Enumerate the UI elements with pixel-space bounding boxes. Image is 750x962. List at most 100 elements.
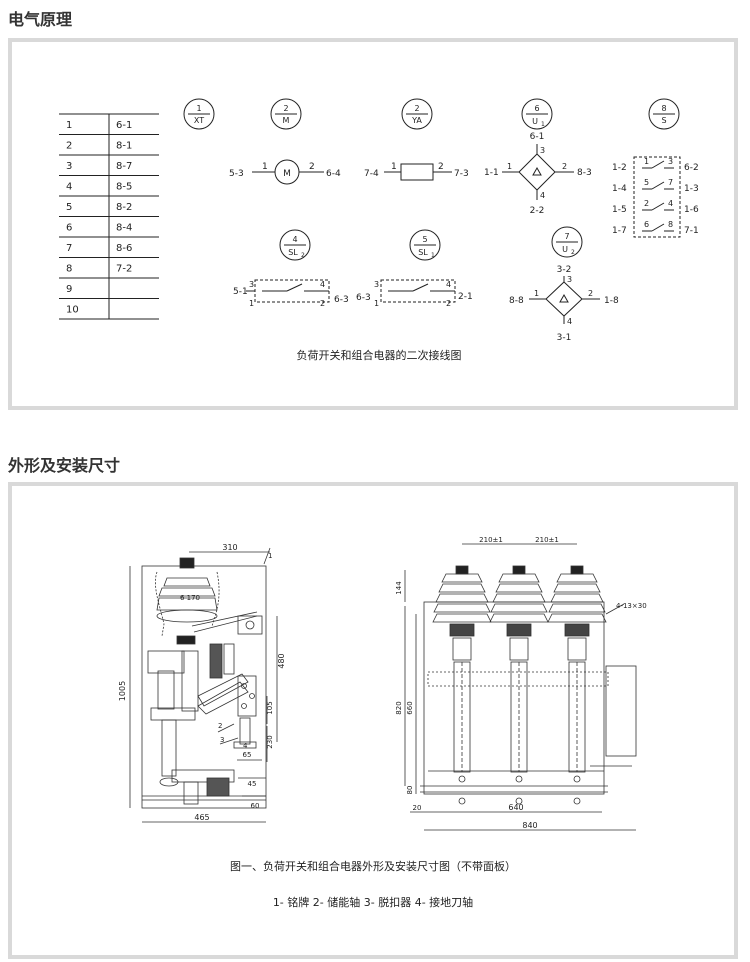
terminal-table-index: 3: [66, 161, 72, 172]
dim-170: 6 170: [180, 594, 200, 602]
s-row-contact-a: 2: [644, 199, 649, 208]
terminal-table-connection: 8-6: [116, 243, 132, 254]
s-row-contact-b: 7: [668, 178, 673, 187]
dim-480: 480: [277, 653, 286, 668]
parts-legend: 1- 铭牌 2- 储能轴 3- 脱扣器 4- 接地刀轴: [273, 895, 473, 909]
dim-640: 640: [508, 803, 523, 812]
s-row-left: 1-2: [612, 163, 627, 173]
dim-65: 65: [243, 751, 252, 759]
dim-holes: 4-13×30: [616, 602, 647, 610]
m-center: M: [283, 169, 291, 179]
dim-60: 60: [251, 802, 260, 810]
dim-465: 465: [194, 813, 209, 822]
insulator-skirt: [556, 573, 598, 583]
dim-840: 840: [522, 821, 537, 830]
u2-left-terminal: 8-8: [509, 296, 524, 306]
dim-210b: 210±1: [535, 536, 559, 544]
dim-660: 660: [406, 701, 414, 714]
u1-t1: 1: [507, 162, 512, 171]
terminal-table-connection: 6-1: [116, 120, 132, 131]
s-row-contact-a: 5: [644, 178, 649, 187]
pole-contact: [509, 637, 529, 661]
s-row-right: 1-3: [684, 184, 699, 194]
insulator-skirt: [550, 593, 604, 603]
section-title-dimensions: 外形及安装尺寸: [8, 456, 121, 475]
sl2-right-terminal: 6-3: [334, 295, 349, 305]
u1-left-terminal: 1-1: [484, 168, 499, 178]
terminal-table-index: 7: [66, 243, 72, 254]
u1-label: U: [532, 117, 538, 126]
s-row-contact-b: 8: [668, 220, 673, 229]
sl1-label: SL: [418, 248, 428, 257]
u2-top-terminal: 3-2: [557, 265, 572, 275]
insulator-skirt: [548, 603, 606, 613]
pole-base: [449, 623, 475, 637]
dimension-drawing-svg: 310 6 170 1005 480 105 230 65 45 60 465 …: [118, 536, 647, 909]
s-row-contact-b: 3: [668, 157, 673, 166]
symbol-ya: 2 YA 7-4 1 2 7-3: [364, 98, 469, 181]
terminal-table-connection: 8-5: [116, 182, 132, 193]
u2-t1: 1: [534, 289, 539, 298]
symbol-motor: 2 M M 5-3 1 2 6-4: [229, 98, 341, 185]
sl2-t3: 3: [249, 280, 254, 289]
u1-right-terminal: 8-3: [577, 168, 592, 178]
insulator-skirt: [441, 573, 483, 583]
dim-310: 310: [222, 543, 237, 552]
pole-base: [506, 623, 532, 637]
wiring-caption: 负荷开关和组合电器的二次接线图: [297, 348, 462, 362]
leader-4: 4: [243, 742, 248, 750]
pole-bolt: [515, 797, 523, 805]
leader-1: 1: [268, 552, 272, 560]
u1-t3: 3: [540, 146, 545, 155]
insulator-skirt: [433, 603, 491, 613]
dim-230: 230: [266, 735, 274, 748]
u2-right-terminal: 1-8: [604, 296, 619, 306]
s-row-left: 1-4: [612, 184, 627, 194]
terminal-table-connection: 8-1: [116, 141, 132, 152]
terminal-table-connection: 8-7: [116, 161, 132, 172]
u1-t2: 2: [562, 162, 567, 171]
ya-right-terminal: 7-3: [454, 169, 469, 179]
u2-bottom-terminal: 3-1: [557, 333, 572, 343]
pole-cap: [455, 565, 469, 575]
xt-label: XT: [194, 116, 204, 125]
u2-label: U: [562, 245, 568, 254]
s-row-right: 6-2: [684, 163, 699, 173]
insulator-skirt: [495, 583, 543, 593]
m-num: 2: [283, 104, 288, 113]
pole-bolt: [515, 775, 523, 783]
sl1-t3: 3: [374, 280, 379, 289]
leader-3: 3: [220, 736, 224, 744]
sl1-t2: 2: [446, 299, 451, 308]
insulator-skirt: [492, 593, 546, 603]
dim-210a: 210±1: [479, 536, 503, 544]
symbol-u2: 7 U 2 3-2 3 8-8 1 2 1-8 4 3-1: [509, 226, 619, 343]
ya-num: 2: [414, 104, 419, 113]
u2-sub: 2: [571, 249, 575, 256]
u1-num: 6: [534, 104, 539, 113]
insulator-skirt: [547, 613, 607, 623]
s-num: 8: [661, 104, 666, 113]
pole-cap: [512, 565, 526, 575]
ya-left-terminal: 7-4: [364, 169, 379, 179]
section-title-electrical-principle: 电气原理: [8, 10, 73, 29]
terminal-table-index: 5: [66, 202, 72, 213]
pole-cap: [570, 565, 584, 575]
sl2-num: 4: [292, 235, 297, 244]
u1-top-terminal: 6-1: [530, 132, 545, 142]
terminal-table-connection: 8-4: [116, 223, 132, 234]
s-row-contact-b: 4: [668, 199, 673, 208]
sl2-sub: 2: [301, 252, 305, 259]
terminal-table-index: 1: [66, 120, 72, 131]
s-row-contact-a: 1: [644, 157, 649, 166]
symbol-u1: 6 U 1 6-1 3 1-1 1 2 8-3 4 2-2: [484, 98, 592, 216]
leader-2: 2: [218, 722, 222, 730]
terminal-table-connection: 7-2: [116, 264, 132, 275]
s-row-left: 1-7: [612, 226, 627, 236]
terminal-table-connection: 8-2: [116, 202, 132, 213]
pole-bolt: [573, 775, 581, 783]
insulator-skirt: [498, 573, 540, 583]
